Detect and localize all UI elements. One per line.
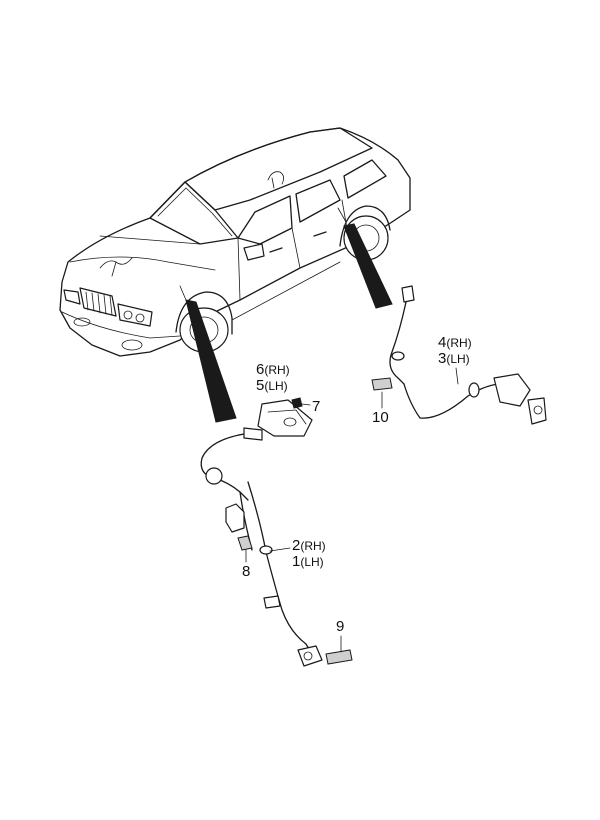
rear-pointer-band — [343, 223, 393, 309]
leader-7 — [301, 403, 311, 406]
callout-2-number: 2 — [292, 537, 300, 554]
callout-labels: 6(RH) 5(LH) 7 4(RH) 3(LH) 10 2(RH) 1(LH) — [242, 334, 472, 653]
front-pointer-band — [185, 299, 237, 423]
callout-1: 1(LH) — [292, 553, 324, 570]
leader-1-2 — [269, 547, 291, 552]
clip-7-icon — [291, 397, 303, 409]
callout-8: 8 — [242, 563, 250, 580]
callout-6: 6(RH) — [256, 361, 290, 378]
callout-5-number: 5 — [256, 377, 264, 394]
pointer-bands — [185, 223, 393, 423]
rear-abs-sensor-assembly — [371, 285, 547, 425]
callout-4: 4(RH) — [438, 334, 472, 351]
callout-2-side: (RH) — [300, 539, 325, 553]
leader-3-4 — [455, 367, 459, 385]
callout-2: 2(RH) — [292, 537, 326, 554]
callout-6-number: 6 — [256, 361, 264, 378]
callout-9: 9 — [336, 618, 344, 635]
callout-1-side: (LH) — [300, 555, 323, 569]
callout-10: 10 — [372, 409, 389, 426]
callout-3-number: 3 — [438, 350, 446, 367]
front-sensor-bracket — [257, 397, 313, 437]
front-abs-sensor-assembly — [200, 427, 353, 667]
callout-5-side: (LH) — [264, 379, 287, 393]
callout-4-side: (RH) — [446, 336, 471, 350]
callout-3: 3(LH) — [438, 350, 470, 367]
callout-4-number: 4 — [438, 334, 446, 351]
callout-6-side: (RH) — [264, 363, 289, 377]
callout-1-number: 1 — [292, 553, 300, 570]
callout-7: 7 — [312, 398, 320, 415]
callout-3-side: (LH) — [446, 352, 469, 366]
callout-5: 5(LH) — [256, 377, 288, 394]
